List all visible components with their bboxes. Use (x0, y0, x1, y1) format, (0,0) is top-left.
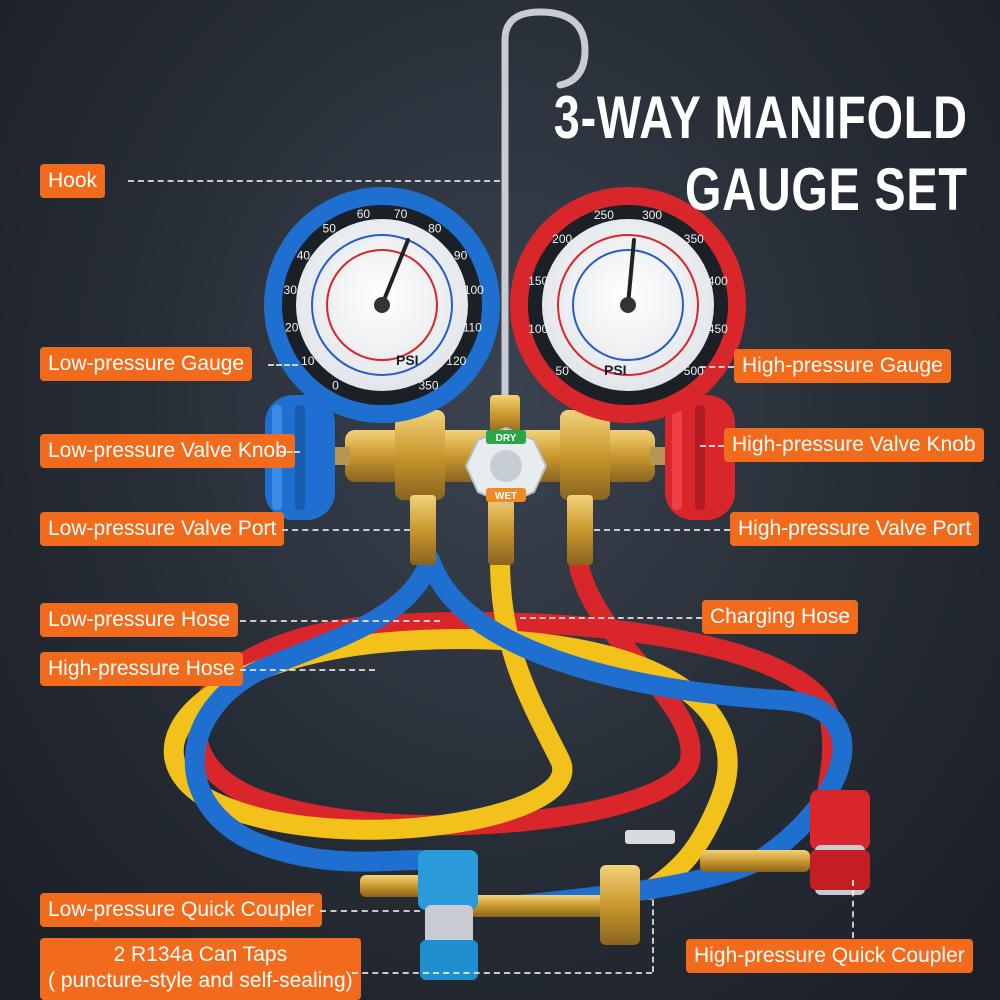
high-gauge-tick-6: 350 (684, 232, 704, 246)
low-gauge-tick-11: 110 (463, 320, 482, 334)
sight-glass-dry: DRY (496, 433, 517, 444)
high-gauge-tick-8: 450 (708, 322, 728, 336)
low-coupler-fitting (360, 875, 430, 897)
can-taps-line-1: 2 R134a Can Taps (113, 943, 288, 966)
low-pressure-hose (184, 550, 853, 915)
leader-high-port (594, 529, 730, 531)
low-gauge-tick-10: 100 (464, 283, 484, 297)
high-gauge-tick-9: 500 (684, 364, 704, 378)
low-gauge-tick-7: 70 (394, 207, 408, 221)
leader-high-hose (240, 669, 375, 671)
high-gauge-tick-2: 150 (528, 274, 548, 288)
label-low-pressure-hose: Low-pressure Hose (40, 603, 239, 637)
leader-high-gauge (700, 366, 734, 368)
leader-high-knob (700, 445, 724, 447)
leader-charging-hose (520, 617, 702, 619)
label-high-pressure-quick-coupler: High-pressure Quick Coupler (686, 939, 973, 973)
low-gauge-tick-6: 60 (357, 207, 371, 221)
low-gauge-tick-3: 30 (284, 283, 298, 297)
high-gauge-tick-7: 400 (708, 274, 728, 288)
low-gauge-tick-2: 20 (285, 320, 299, 334)
low-gauge-tick-1: 10 (301, 354, 315, 368)
leader-low-gauge (268, 364, 298, 366)
label-charging-hose: Charging Hose (702, 600, 859, 634)
low-pressure-valve-port (410, 495, 436, 565)
leader-can-taps-vertical (652, 900, 654, 972)
high-coupler-fitting (700, 850, 810, 872)
label-can-taps: 2 R134a Can Taps ( puncture-style and se… (40, 938, 361, 1000)
low-gauge-tick-12: 120 (446, 354, 466, 368)
low-gauge-tick-8: 80 (428, 222, 442, 236)
page-title: 3-WAY MANIFOLD GAUGE SET (554, 82, 968, 226)
label-high-pressure-valve-port: High-pressure Valve Port (730, 512, 980, 546)
high-pressure-valve-knob (665, 395, 735, 520)
leader-can-taps (352, 972, 652, 974)
sight-glass-wet: WET (495, 491, 517, 502)
label-high-pressure-hose: High-pressure Hose (40, 652, 243, 686)
low-gauge-tick-5: 50 (323, 222, 337, 236)
low-pressure-valve-knob (265, 395, 335, 520)
low-pressure-quick-coupler (418, 850, 478, 980)
high-pressure-gauge: 50 100 150 200 250 300 350 400 450 500 PSI (510, 187, 746, 423)
label-low-pressure-quick-coupler: Low-pressure Quick Coupler (40, 893, 323, 927)
charging-hose (163, 550, 738, 900)
leader-low-knob (280, 451, 300, 453)
can-taps-line-2: ( puncture-style and self-sealing) (48, 969, 353, 992)
label-hook: Hook (40, 164, 106, 198)
high-gauge-tick-3: 200 (552, 232, 572, 246)
high-pressure-valve-port (567, 495, 593, 565)
label-high-pressure-gauge: High-pressure Gauge (734, 349, 951, 383)
leader-low-port (282, 529, 410, 531)
title-line-2: GAUGE SET (685, 156, 968, 223)
high-gauge-unit: PSI (604, 362, 627, 378)
leader-hook (128, 180, 500, 182)
label-low-pressure-gauge: Low-pressure Gauge (40, 347, 253, 381)
high-gauge-tick-5: 300 (642, 208, 662, 222)
can-tap-handle (625, 830, 675, 844)
hook (501, 8, 589, 399)
sight-glass: DRY WET (464, 426, 548, 506)
leader-low-coupler (320, 910, 420, 912)
leader-high-coupler (852, 880, 854, 938)
title-line-1: 3-WAY MANIFOLD (554, 84, 968, 151)
label-high-pressure-valve-knob: High-pressure Valve Knob (724, 428, 984, 462)
charging-port (488, 495, 514, 565)
low-gauge-tick-0: 0 (332, 379, 339, 393)
low-pressure-gauge: 0 10 20 30 40 50 60 70 80 90 100 110 120 350 PSI (264, 187, 500, 423)
can-tap-fitting (470, 895, 610, 917)
leader-low-hose (240, 620, 440, 622)
low-gauge-tick-13: 350 (418, 379, 438, 393)
low-gauge-tick-4: 40 (297, 248, 311, 262)
high-gauge-tick-0: 50 (556, 364, 570, 378)
label-low-pressure-valve-knob: Low-pressure Valve Knob (40, 434, 295, 468)
high-gauge-tick-4: 250 (594, 208, 614, 222)
label-low-pressure-valve-port: Low-pressure Valve Port (40, 512, 285, 546)
can-tap-valve (600, 865, 640, 945)
low-gauge-tick-9: 90 (454, 248, 468, 262)
high-pressure-quick-coupler (810, 790, 870, 895)
high-gauge-tick-1: 100 (528, 322, 548, 336)
low-gauge-unit: PSI (396, 352, 419, 368)
